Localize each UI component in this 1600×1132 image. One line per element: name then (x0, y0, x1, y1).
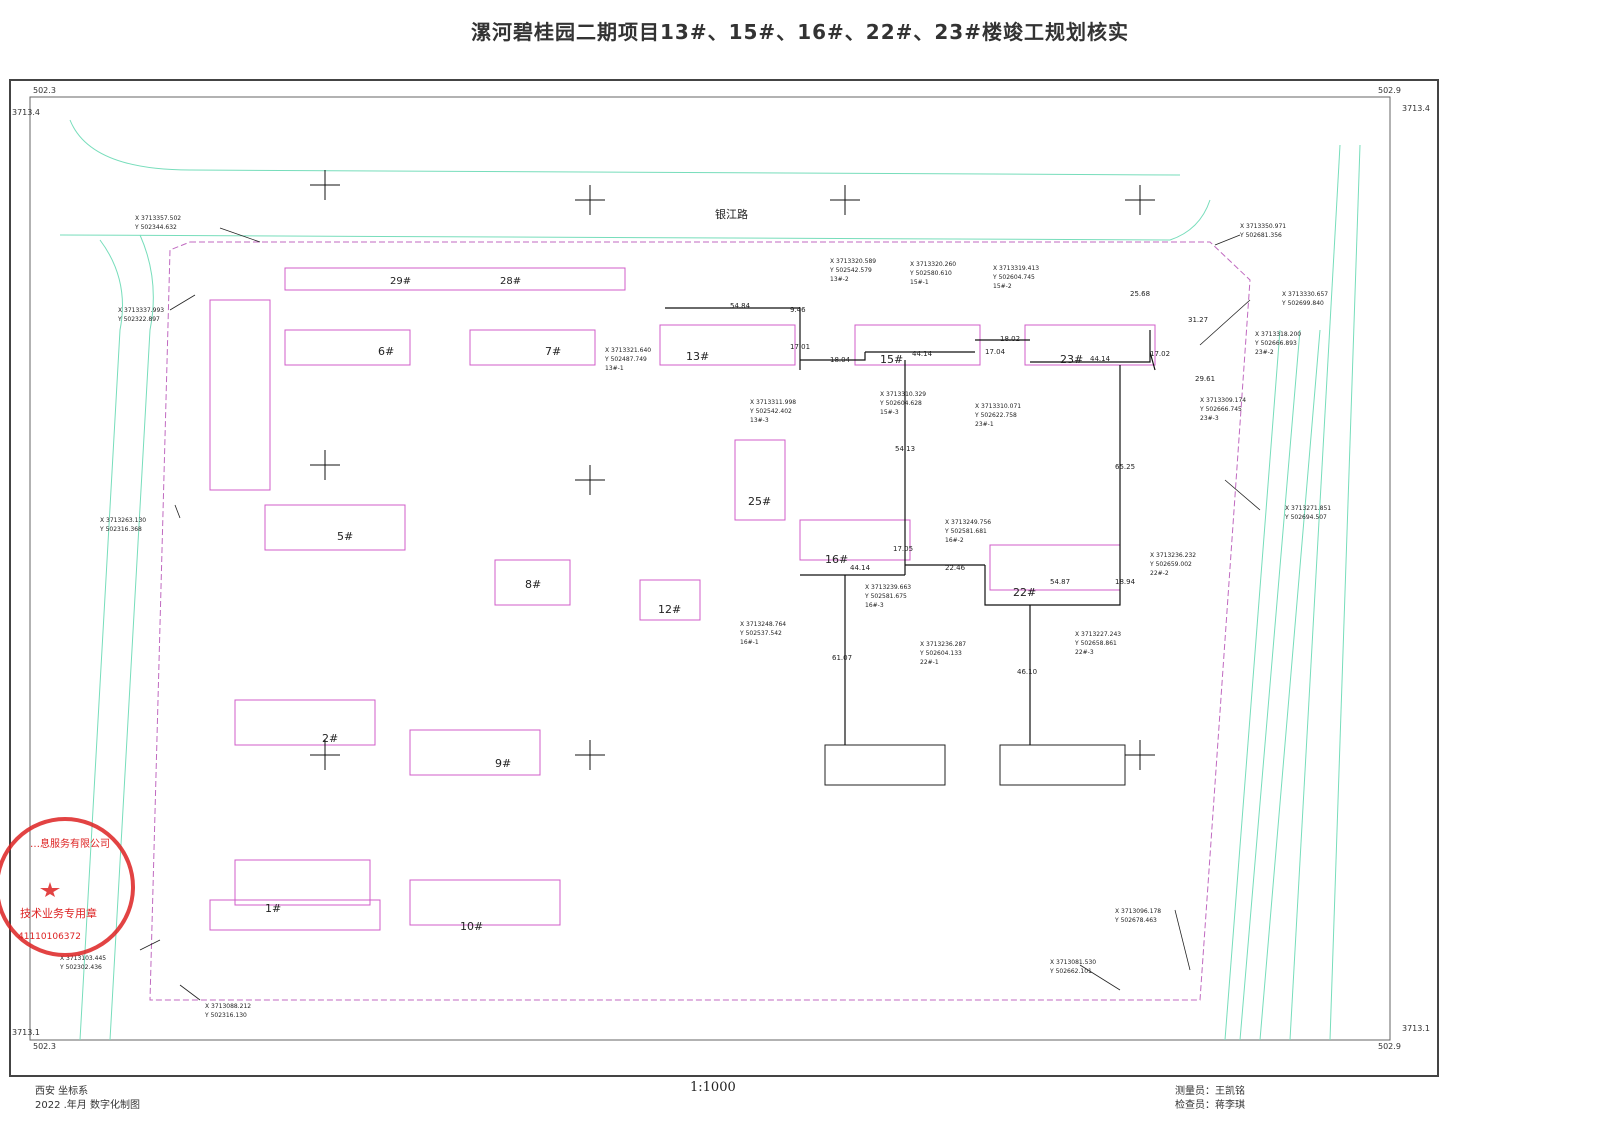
building-label-22: 22# (1013, 586, 1037, 599)
building-footprints (209, 267, 1156, 931)
building-label-25: 25# (748, 495, 772, 508)
building-label-16: 16# (825, 553, 849, 566)
dimension-value: 54.84 (730, 302, 751, 310)
dimension-value: 22.46 (945, 564, 966, 572)
building-label-9: 9# (495, 757, 512, 770)
dimension-value: 25.68 (1130, 290, 1151, 298)
frame-label: 502.3 (33, 1042, 56, 1051)
checker: 检查员：蒋李琪 (1175, 1100, 1245, 1111)
stamp-text: 技术业务专用章 (20, 907, 97, 920)
dimension-value: 44.14 (850, 564, 871, 572)
dimension-value: 18.94 (1115, 578, 1136, 586)
dimension-value: 44.14 (1090, 355, 1111, 363)
frame-label: 502.9 (1378, 1042, 1401, 1051)
surveyor: 测量员：王凯铭 (1175, 1086, 1245, 1097)
road-label: 银江路 (715, 208, 748, 221)
grid-crosses (310, 170, 1155, 770)
dimension-value: 17.01 (790, 343, 811, 351)
frame-label: 3713.1 (12, 1028, 40, 1037)
made-note: 2022 .年月 数字化制图 (35, 1100, 140, 1111)
building-label-2: 2# (322, 732, 339, 745)
building-label-28: 28# (500, 276, 522, 287)
official-seal-stamp (0, 817, 135, 957)
stamp-text: …息服务有限公司 (30, 839, 110, 850)
dimension-value: 61.07 (832, 654, 853, 662)
dimension-value: 31.27 (1188, 316, 1209, 324)
building-label-23: 23# (1060, 353, 1084, 366)
frame-label: 3713.4 (12, 108, 40, 117)
dimension-value: 17.05 (893, 545, 914, 553)
building-label-12: 12# (658, 603, 682, 616)
road-lines (59, 119, 1361, 1041)
building-label-10: 10# (460, 920, 484, 933)
dimension-value: 65.25 (1115, 463, 1136, 471)
dimension-value: 18.04 (830, 356, 851, 364)
building-label-15: 15# (880, 353, 904, 366)
building-label-6: 6# (378, 345, 395, 358)
dimension-value: 44.14 (912, 350, 933, 358)
frame-label: 3713.1 (1402, 1024, 1430, 1033)
site-boundary (149, 241, 1251, 1001)
dimension-value: 29.61 (1195, 375, 1216, 383)
dimension-value: 18.02 (1000, 335, 1021, 343)
dimension-value: 54.87 (1050, 578, 1071, 586)
building-label-5: 5# (337, 530, 354, 543)
frame-label: 502.9 (1378, 86, 1401, 95)
frame-label: 3713.4 (1402, 104, 1430, 113)
building-label-29: 29# (390, 276, 412, 287)
dimension-value: 17.02 (1150, 350, 1171, 358)
dimension-value: 54.13 (895, 445, 916, 453)
dimension-lines (665, 307, 1156, 745)
dimension-value: 9.46 (790, 306, 806, 314)
frame-label: 502.3 (33, 86, 56, 95)
leader-lines (139, 227, 1261, 1001)
dimension-value: 17.04 (985, 348, 1006, 356)
building-label-1: 1# (265, 902, 282, 915)
building-label-7: 7# (545, 345, 562, 358)
building-label-8: 8# (525, 578, 542, 591)
dimension-value: 46.10 (1017, 668, 1038, 676)
coord-system: 西安 坐标系 (35, 1086, 89, 1097)
stamp-number: 41110106372 (18, 932, 81, 942)
map-scale: 1:1000 (690, 1080, 736, 1095)
surveyed-outlines (824, 744, 1126, 786)
map-title: 漯河碧桂园二期项目13#、15#、16#、22#、23#楼竣工规划核实 (471, 20, 1129, 44)
building-label-13: 13# (686, 350, 710, 363)
